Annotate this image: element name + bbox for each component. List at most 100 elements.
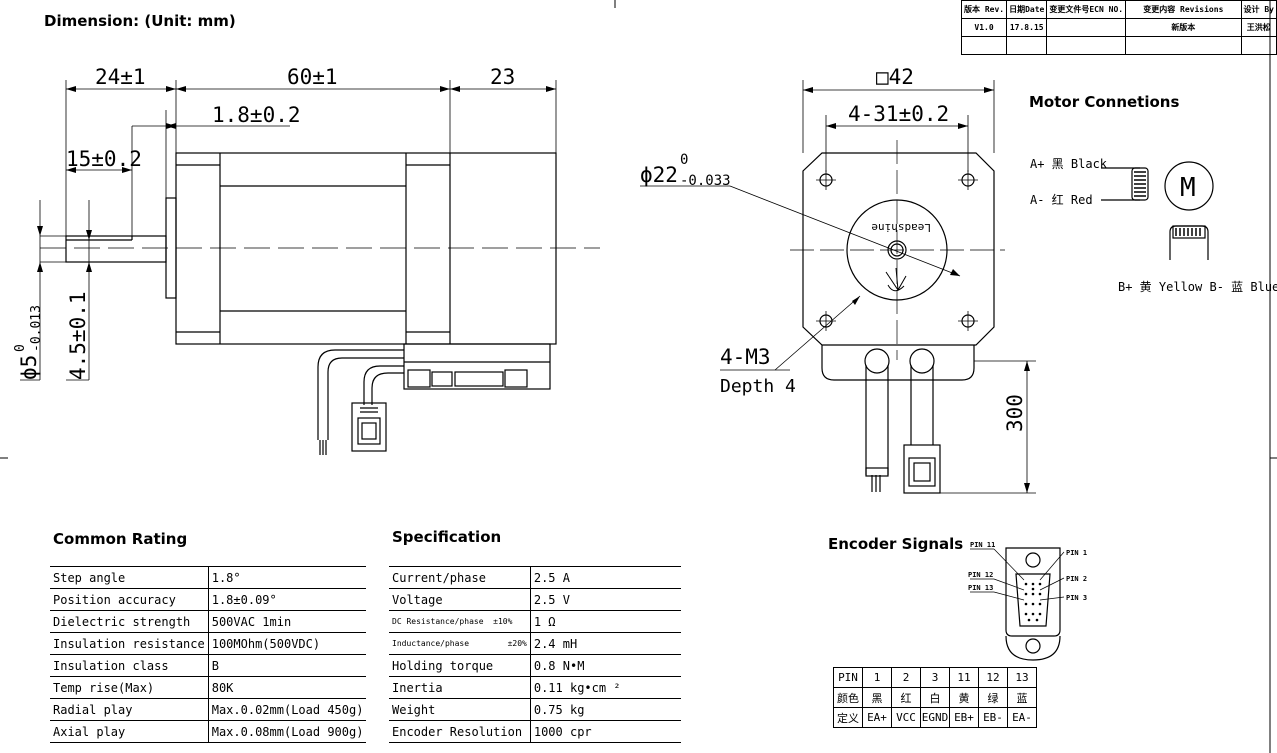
pin-cell: 11: [949, 667, 979, 688]
spec-label-text: Voltage: [392, 592, 443, 607]
signal-cell: EGND: [920, 707, 950, 728]
spec-value: 0.75 kg: [530, 698, 681, 721]
rev-cell: [960, 36, 1008, 55]
spec-value: 0.8 N•M: [530, 654, 681, 677]
spec-label-text: Weight: [392, 702, 436, 717]
color-cell: 黑: [862, 687, 892, 708]
spec-label-text: Current/phase: [392, 570, 486, 585]
signal-cell: VCC: [891, 707, 921, 728]
spec-label: Weight: [389, 698, 531, 721]
signal-row: 定义 EA+ VCC EGND EB+ EB- EA-: [833, 707, 1037, 728]
signal-cell: EA+: [862, 707, 892, 728]
color-cell: 蓝: [1007, 687, 1037, 708]
wire-b: B+ 黄 Yellow B- 蓝 Blue: [1118, 280, 1277, 294]
dim-square: □42: [876, 65, 914, 89]
pin-11-label: PIN 11: [970, 541, 995, 549]
dim-23: 23: [490, 65, 515, 89]
dim-15: 15±0.2: [66, 147, 142, 171]
spec-value: 2.5 A: [530, 566, 681, 589]
rating-value: 80K: [208, 676, 367, 699]
color-cell: 颜色: [833, 687, 863, 708]
spec-label: Voltage: [389, 588, 531, 611]
rating-label: Radial play: [50, 698, 209, 721]
pin-cell: 3: [920, 667, 950, 688]
motor-symbol-circle: [1164, 161, 1214, 211]
front-dimension-labels: □42 4-31±0.2 ϕ22 0 -0.033 4-M3 Depth 4 3…: [640, 65, 1027, 432]
spec-label: Holding torque: [389, 654, 531, 677]
rating-value: Max.0.02mm(Load 450g): [208, 698, 367, 721]
pin-1-label: PIN 1: [1066, 549, 1087, 557]
dim-boss: ϕ22: [640, 163, 678, 187]
pin-12-label: PIN 12: [968, 571, 993, 579]
pin-cell: PIN: [833, 667, 863, 688]
spec-label: DC Resistance/phase ±10%: [389, 610, 531, 633]
rating-label: Position accuracy: [50, 588, 209, 611]
table-row: Temp rise(Max)80K: [50, 676, 367, 699]
dim-boss-tol-lower: -0.033: [680, 173, 731, 189]
rating-label: Dielectric strength: [50, 610, 209, 633]
spec-label: Encoder Resolution: [389, 720, 531, 743]
pin-2-label: PIN 2: [1066, 575, 1087, 583]
side-view: [40, 152, 600, 455]
db15-connector-diagram: [970, 547, 1065, 661]
spec-tolerance: ±10%: [493, 617, 513, 626]
rating-label: Insulation class: [50, 654, 209, 677]
rev-header-cell: 日期Date: [1006, 0, 1048, 19]
side-dimension-labels: 24±1 60±1 23 1.8±0.2 15±0.2 ϕ5 0 -0.013 …: [13, 65, 515, 380]
motor-connections-diagram: M A+ 黑 Black A- 红 Red B+ 黄 Yellow B- 蓝 B…: [1030, 157, 1277, 294]
pin-13-label: PIN 13: [968, 584, 993, 592]
dim-shaft-tol-upper: 0: [13, 344, 28, 352]
rating-value: 500VAC 1min: [208, 610, 367, 633]
dim-lead: 300: [1003, 394, 1027, 432]
dim-60: 60±1: [287, 65, 338, 89]
db15-pin-labels: PIN 11 PIN 12 PIN 13 PIN 1 PIN 2 PIN 3: [968, 541, 1087, 602]
pin-row: PIN 1 2 3 11 12 13: [833, 667, 1037, 688]
spec-value: 1000 cpr: [530, 720, 681, 743]
encoder-pin-table: PIN 1 2 3 11 12 13 颜色 黑 红 白 黄 绿 蓝 定义 EA+…: [833, 667, 1037, 728]
rating-value: 1.8±0.09°: [208, 588, 367, 611]
color-cell: 绿: [978, 687, 1008, 708]
rev-cell: [1240, 36, 1277, 55]
dim-hole-spacing: 4-31±0.2: [848, 102, 949, 126]
spec-value: 1 Ω: [530, 610, 681, 633]
front-view: [640, 80, 1036, 494]
table-row: DC Resistance/phase ±10%1 Ω: [389, 610, 681, 633]
revision-table: 版本 Rev. 日期Date 变更文件号ECN NO. 变更内容 Revisio…: [960, 0, 1277, 55]
rating-label: Step angle: [50, 566, 209, 589]
front-dimension-arrows: [803, 87, 1030, 493]
rev-header-cell: 变更文件号ECN NO.: [1046, 0, 1127, 19]
revision-data-row: V1.0 17.8.15 新版本 王洪松: [960, 18, 1277, 37]
rev-cell: 王洪松: [1240, 18, 1277, 37]
side-dimension-arrows: [37, 86, 556, 272]
specification-title: Specification: [392, 528, 502, 546]
spec-label: Current/phase: [389, 566, 531, 589]
color-cell: 黄: [949, 687, 979, 708]
table-row: Inductance/phase ±20%2.4 mH: [389, 632, 681, 655]
dimension-title: Dimension: (Unit: mm): [44, 12, 236, 30]
spec-value: 2.4 mH: [530, 632, 681, 655]
rev-cell: [1046, 36, 1127, 55]
rev-header-cell: 设计 By: [1240, 0, 1277, 19]
rating-value: Max.0.08mm(Load 900g): [208, 720, 367, 743]
rev-header-cell: 版本 Rev.: [960, 0, 1008, 19]
rev-cell: [1006, 36, 1048, 55]
rating-value: 100MOhm(500VDC): [208, 632, 367, 655]
signal-cell: EA-: [1007, 707, 1037, 728]
pin-3-label: PIN 3: [1066, 594, 1087, 602]
signal-cell: EB+: [949, 707, 979, 728]
dim-24: 24±1: [95, 65, 146, 89]
rating-label: Temp rise(Max): [50, 676, 209, 699]
dim-shaft-diameter: ϕ5: [17, 355, 41, 380]
spec-label: Inertia: [389, 676, 531, 699]
rev-cell: [1125, 36, 1242, 55]
dim-screw: 4-M3: [720, 345, 771, 369]
